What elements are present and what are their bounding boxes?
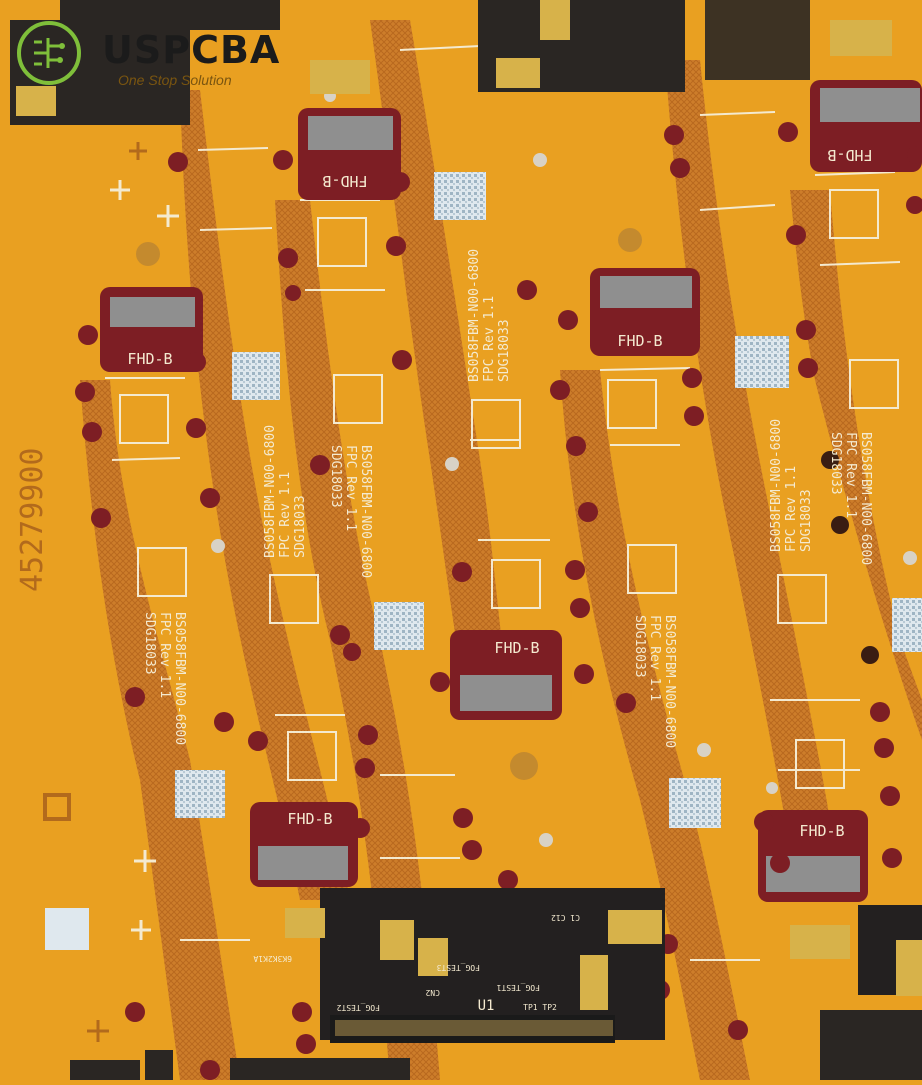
- component-label: CN2: [425, 988, 440, 997]
- vias: [75, 122, 922, 1080]
- revision: FPC Rev 1.1: [843, 432, 858, 518]
- board-markings: BS058FBM-N00-6800 FPC Rev 1.1 SDG18033 B…: [15, 249, 873, 748]
- part-number: BS058FBM-N00-6800: [662, 615, 677, 748]
- tp-label: TP1 TP2: [523, 1003, 557, 1012]
- fhd-label: FHD-B: [494, 639, 539, 657]
- part-number: BS058FBM-N00-6800: [858, 432, 873, 565]
- revision: FPC Rev 1.1: [343, 445, 358, 531]
- part-number: BS058FBM-N00-6800: [358, 445, 373, 578]
- test-squares: [119, 189, 899, 789]
- part-number: BS058FBM-N00-6800: [467, 249, 482, 382]
- circuit-brain-icon: [17, 21, 81, 85]
- board-code: SDG18033: [828, 432, 843, 495]
- plus-markers: [87, 142, 179, 1042]
- board-code: SDG18033: [632, 615, 647, 678]
- panel-number: 45279900: [15, 448, 50, 593]
- revision: FPC Rev 1.1: [278, 472, 293, 558]
- component-label: C1 C12: [551, 913, 580, 922]
- fog-test-label: FOG_TEST2: [336, 1003, 380, 1012]
- board-code: SDG18033: [497, 319, 512, 382]
- bottom-connector-board: U1 TP1 TP2 FOG_TEST3 FOG_TEST1 FOG_TEST2…: [70, 888, 922, 1080]
- board-code: SDG18033: [142, 612, 157, 675]
- connector-name: U1: [478, 998, 495, 1014]
- board-code: SDG18033: [293, 495, 308, 558]
- component-label: 6K3K2K1A: [253, 954, 292, 963]
- logo-brand-text: USPCBA: [102, 28, 281, 72]
- fhd-label: FHD-B: [322, 172, 367, 190]
- part-number: BS058FBM-N00-6800: [263, 425, 278, 558]
- fog-test-label: FOG_TEST3: [436, 963, 480, 972]
- fhd-label: FHD-B: [127, 350, 172, 368]
- fog-test-label: FOG_TEST1: [496, 983, 540, 992]
- fhd-label: FHD-B: [799, 822, 844, 840]
- top-connector-boards: [10, 0, 892, 125]
- flex-strips: [80, 20, 922, 1080]
- fhd-label: FHD-B: [287, 810, 332, 828]
- qr-tags: [45, 172, 922, 950]
- logo-tagline: One Stop Solution: [118, 72, 232, 88]
- part-number: BS058FBM-N00-6800: [172, 612, 187, 745]
- fhd-label: FHD-B: [617, 332, 662, 350]
- board-code: SDG18033: [328, 445, 343, 508]
- fhd-label: FHD-B: [827, 146, 872, 164]
- board-code: SDG18033: [799, 489, 814, 552]
- part-number: BS058FBM-N00-6800: [769, 419, 784, 552]
- revision: FPC Rev 1.1: [482, 296, 497, 382]
- uspcba-logo: USPCBA One Stop Solution: [14, 14, 314, 94]
- revision: FPC Rev 1.1: [647, 615, 662, 701]
- revision: FPC Rev 1.1: [784, 466, 799, 552]
- revision: FPC Rev 1.1: [157, 612, 172, 698]
- fhd-b-stiffeners: FHD-B FHD-B FHD-B FHD-B FHD-B FHD-B: [100, 80, 922, 902]
- cut-lines: [105, 45, 901, 961]
